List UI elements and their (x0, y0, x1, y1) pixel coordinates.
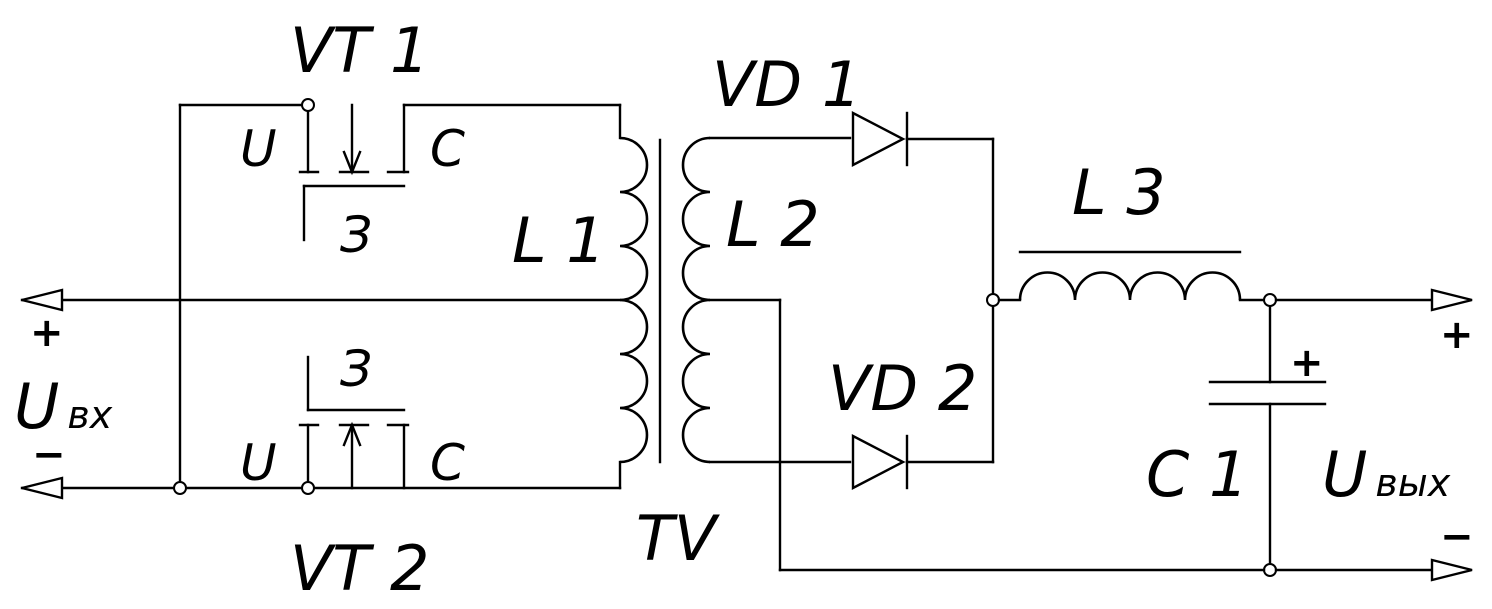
label-vt1-drain: C (430, 120, 465, 178)
label-l1: L 1 (512, 204, 606, 277)
transistor-vt1 (178, 98, 622, 242)
label-output-minus: − (1440, 514, 1474, 560)
diode-vd2 (851, 434, 995, 490)
label-input-plus: + (30, 310, 64, 356)
label-l2: L 2 (726, 188, 820, 261)
label-vt2: VT 2 (290, 532, 429, 605)
label-l3: L 3 (1072, 156, 1166, 229)
label-vt1-gate: З (340, 206, 372, 264)
diode-vd1 (851, 111, 995, 167)
diode-junction-node (986, 293, 1000, 307)
label-vt1-source: U (240, 120, 277, 178)
label-vt2-drain: C (430, 434, 465, 492)
label-vd1: VD 1 (712, 48, 861, 121)
label-vt1: VT 1 (290, 14, 429, 87)
capacitor-c1 (1208, 293, 1327, 577)
label-output-plus: + (1440, 312, 1474, 358)
label-vt2-source: U (240, 434, 277, 492)
transistor-vt2 (173, 355, 622, 495)
label-vd2: VD 2 (828, 352, 977, 425)
input-terminal-positive (20, 288, 622, 312)
label-tv: TV (636, 502, 721, 575)
label-c1-polarity: + (1290, 340, 1324, 386)
primary-winding-l1 (618, 103, 649, 490)
output-terminal-negative (778, 558, 1473, 582)
input-terminal-negative (20, 476, 182, 500)
secondary-winding-l2 (681, 136, 852, 572)
label-input-minus: − (32, 432, 66, 478)
label-c1: C 1 (1146, 438, 1248, 511)
output-terminal-positive (1274, 288, 1473, 312)
filter-choke-l3 (997, 250, 1266, 302)
label-vt2-gate: З (340, 340, 372, 398)
